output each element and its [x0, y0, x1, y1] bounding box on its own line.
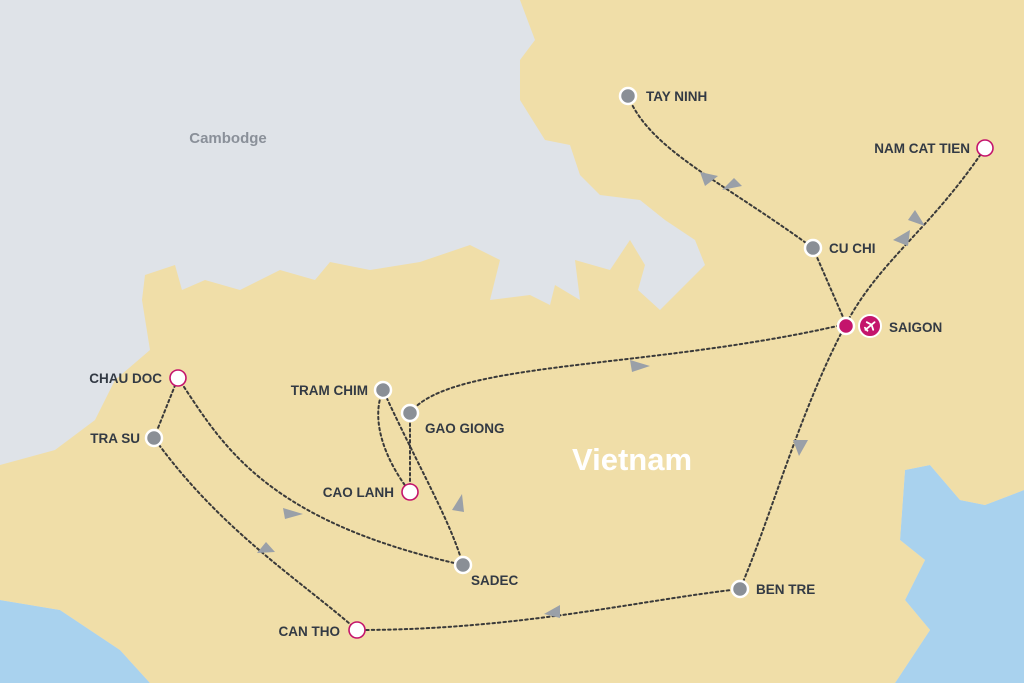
stop-marker-tra-su[interactable] [144, 428, 164, 448]
stop-marker-chau-doc[interactable] [169, 369, 187, 387]
label-tra-su: TRA SU [90, 431, 140, 446]
label-sadec: SADEC [471, 573, 519, 588]
arrow-icon [452, 494, 464, 512]
route-tramchim-caolanh [377, 389, 411, 493]
label-tram-chim: TRAM CHIM [291, 383, 368, 398]
arrow-icon [793, 440, 808, 456]
saigon-hub[interactable] [836, 314, 882, 338]
stops [144, 86, 994, 639]
stop-marker-can-tho[interactable] [348, 621, 366, 639]
arrow-icon [908, 210, 925, 226]
stop-marker-tay-ninh[interactable] [618, 86, 638, 106]
route-arrows [257, 172, 925, 618]
sea-south [0, 600, 150, 683]
stop-marker-cao-lanh[interactable] [401, 483, 419, 501]
label-nam-cat-tien: NAM CAT TIEN [874, 141, 970, 156]
saigon-dot [836, 316, 856, 336]
stop-marker-ben-tre[interactable] [730, 579, 750, 599]
arrow-icon [700, 172, 718, 186]
cambodia-label: Cambodge [189, 130, 267, 147]
route-sadec-tramchim [382, 389, 464, 566]
route-bentre-cantho [356, 588, 741, 631]
route-cuchi-saigon [812, 247, 847, 325]
route-chaudoc-sadec [177, 377, 464, 566]
label-ben-tre: BEN TRE [756, 582, 815, 597]
label-cao-lanh: CAO LANH [323, 485, 394, 500]
arrow-icon [893, 230, 910, 246]
arrow-icon [722, 178, 742, 190]
arrow-icon [544, 605, 560, 618]
label-saigon: SAIGON [889, 320, 942, 335]
vietnam-label: Vietnam [572, 442, 692, 477]
route-cantho-trasu [153, 437, 358, 631]
route-lines [153, 95, 986, 631]
label-cu-chi: CU CHI [829, 241, 876, 256]
arrow-icon [257, 542, 275, 553]
label-chau-doc: CHAU DOC [89, 371, 162, 386]
sea-east [895, 465, 1024, 683]
airplane-icon [863, 321, 876, 332]
route-gaogiong-saigon [409, 323, 847, 414]
coast-inlet [965, 535, 1000, 570]
arrow-icon [630, 360, 650, 372]
route-tayninh-cuchi [627, 95, 814, 249]
route-trasu-chaudoc [153, 377, 179, 439]
stop-marker-tram-chim[interactable] [373, 380, 393, 400]
route-saigon-bentre [739, 323, 847, 590]
label-tay-ninh: TAY NINH [646, 89, 707, 104]
stop-marker-nam-cat-tien[interactable] [976, 139, 994, 157]
label-can-tho: CAN THO [279, 624, 341, 639]
arrow-icon [283, 508, 303, 519]
stop-marker-sadec[interactable] [453, 555, 473, 575]
label-gao-giong: GAO GIONG [425, 421, 505, 436]
stop-marker-cu-chi[interactable] [803, 238, 823, 258]
stop-marker-gao-giong[interactable] [400, 403, 420, 423]
